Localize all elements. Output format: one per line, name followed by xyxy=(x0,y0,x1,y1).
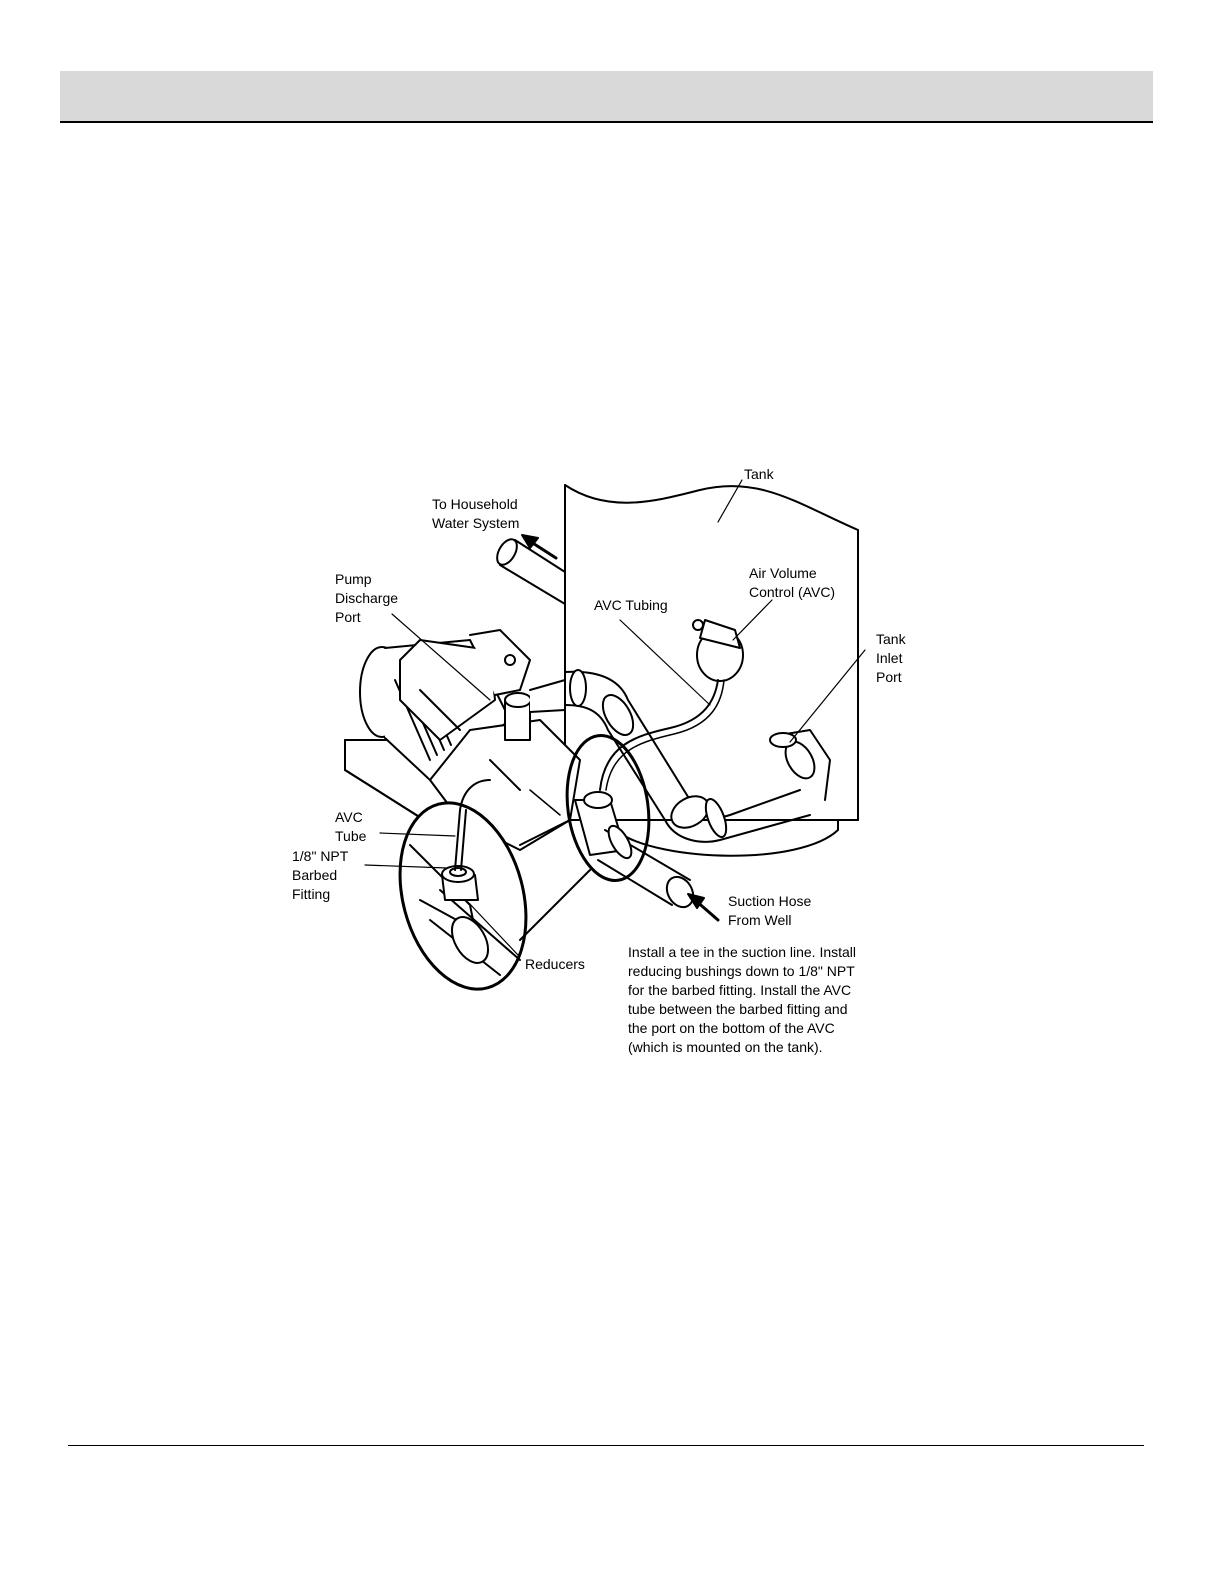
suction-line xyxy=(574,791,695,909)
header-bar xyxy=(60,71,1153,121)
leader-lines xyxy=(364,479,866,956)
suction-arrow xyxy=(687,893,720,922)
avc-tube-label: AVC Tube xyxy=(335,809,367,844)
footer-rule xyxy=(68,1445,1144,1446)
household-pipe xyxy=(496,538,566,605)
suction-hose-label: Suction Hose From Well xyxy=(728,893,812,928)
detail-tee xyxy=(409,779,521,976)
reducers-label: Reducers xyxy=(525,956,585,972)
tank-label: Tank xyxy=(744,466,774,482)
discharge-fitting xyxy=(504,679,566,741)
to-household-label: To Household Water System xyxy=(432,496,520,531)
tank-inlet-label: Tank Inlet Port xyxy=(876,631,906,685)
tank-inlet-pipe xyxy=(564,669,831,843)
switch-box xyxy=(399,629,531,741)
avc-tubing xyxy=(599,679,725,791)
pump-discharge-label: Pump Discharge Port xyxy=(335,571,399,625)
avc-tubing-label: AVC Tubing xyxy=(594,597,668,613)
detail-circle-small xyxy=(565,733,651,883)
avc-device xyxy=(692,619,744,682)
installation-caption: Install a tee in the suction line. Insta… xyxy=(628,944,857,1055)
household-arrow xyxy=(521,534,558,560)
barbed-fitting-label: 1/8" NPT Barbed Fitting xyxy=(292,848,349,902)
air-volume-control-label: Air Volume Control (AVC) xyxy=(749,565,836,600)
header-rule xyxy=(60,121,1153,123)
